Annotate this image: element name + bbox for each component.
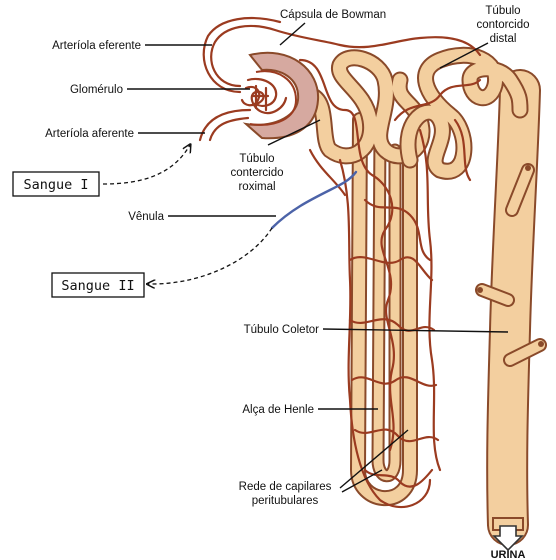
label-tubulo-proximal-2: contercido bbox=[230, 167, 283, 179]
label-tubulo-distal-3: distal bbox=[490, 33, 517, 45]
label-venula: Vênula bbox=[128, 211, 164, 223]
label-alca-henle: Alça de Henle bbox=[242, 404, 314, 416]
label-sangue-i: Sangue I bbox=[23, 177, 88, 193]
venule bbox=[272, 172, 356, 228]
label-tubulo-proximal-3: roximal bbox=[238, 181, 275, 193]
label-urina: URINA bbox=[491, 549, 526, 560]
label-rede-capilares-2: peritubulares bbox=[252, 495, 319, 507]
box-sangue-i: Sangue I bbox=[13, 172, 99, 196]
label-sangue-ii: Sangue II bbox=[61, 278, 134, 294]
label-arteriola-aferente: Arteríola aferente bbox=[45, 128, 134, 140]
label-tubulo-proximal-1: Túbulo bbox=[239, 153, 274, 165]
collecting-duct bbox=[477, 90, 544, 550]
loop-of-henle bbox=[358, 120, 410, 498]
arrow-sangue-i bbox=[103, 145, 190, 184]
afferent-arteriole bbox=[200, 110, 250, 140]
box-sangue-ii: Sangue II bbox=[52, 273, 144, 297]
label-arteriola-eferente: Arteríola eferente bbox=[52, 40, 141, 52]
label-tubulo-distal-1: Túbulo bbox=[485, 5, 520, 17]
glomerulus bbox=[242, 79, 286, 113]
label-tubulo-coletor: Túbulo Coletor bbox=[244, 324, 320, 336]
leader-capsula bbox=[280, 23, 305, 45]
label-rede-capilares-1: Rede de capilares bbox=[239, 481, 332, 493]
label-tubulo-distal-2: contorcido bbox=[476, 19, 529, 31]
label-capsula-bowman: Cápsula de Bowman bbox=[280, 9, 386, 21]
label-glomerulo: Glomérulo bbox=[70, 84, 123, 96]
arrow-sangue-ii bbox=[148, 228, 272, 284]
